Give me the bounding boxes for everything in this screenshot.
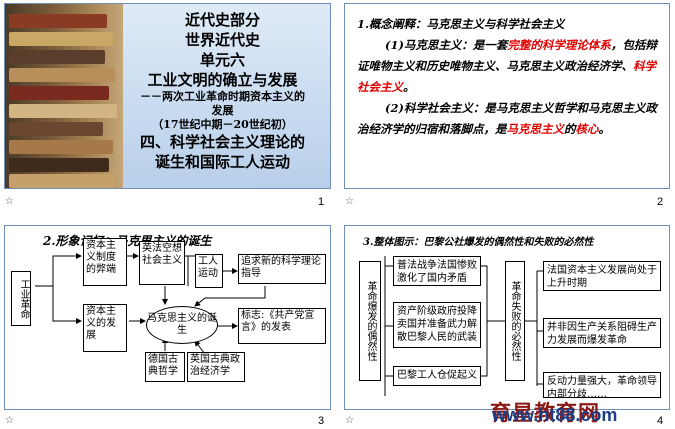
subtitle-line: （17世纪中期－20世纪初） (152, 118, 293, 131)
cause-box-2: 资产阶级政府投降卖国并准备武力解散巴黎人民的武装 (393, 302, 481, 348)
paragraph-scientific-socialism: (2)科学社会主义：是马克思主义哲学和马克思主义政治经济学的归宿和落脚点，是马克… (357, 98, 665, 140)
concept-heading: 1.概念阐释：马克思主义与科学社会主义 (357, 17, 565, 31)
slide-star-icon: ☆ (345, 196, 354, 207)
text-span: 的 (564, 122, 576, 136)
highlight-text: 马克思主义 (506, 122, 565, 136)
utopian-socialism-box: 英法空想社会主义 (139, 241, 185, 285)
highlight-text: 完整的科学理论体系 (507, 38, 611, 52)
capitalism-development-box: 资本主义的发展 (83, 304, 127, 352)
text-span: (2)科学社会主义：是马克思主义哲学和马克思主义政治经济学的归宿和落脚点，是 (357, 101, 657, 136)
manifesto-box: 标志:《共产党宣言》的发表 (238, 308, 326, 344)
slide-star-icon: ☆ (345, 415, 354, 426)
text-span: (1)马克思主义：是一套 (385, 38, 508, 52)
diagram-connectors (35, 253, 266, 355)
text-span: ，包括辩证唯物主义和历史唯物主义、马克思主义政治经济学、 (357, 38, 657, 73)
failure-box-2: 并非因生产关系阻碍生产力发展而爆发革命 (543, 318, 661, 348)
slide-1-title-block: 近代史部分 世界近代史 单元六 工业文明的确立与发展 －－两次工业革命时期资本主… (115, 10, 330, 172)
revolution-outbreak-label: 革命爆发的偶然性 (359, 261, 381, 381)
new-theory-box: 追求新的科学理论指导 (238, 254, 326, 284)
watermark-url: www.ht88.com (492, 405, 618, 425)
paragraph-marxism: (1)马克思主义：是一套完整的科学理论体系，包括辩证唯物主义和历史唯物主义、马克… (357, 35, 665, 98)
slide-1[interactable]: 近代史部分 世界近代史 单元六 工业文明的确立与发展 －－两次工业革命时期资本主… (4, 3, 331, 189)
slide-star-icon: ☆ (5, 196, 14, 207)
books-image (5, 4, 123, 188)
title-line: 近代史部分 (184, 11, 260, 29)
title-line: 工业文明的确立与发展 (147, 71, 298, 89)
slide-3[interactable]: 2.形象记忆：马克思主义的诞生 工业革命 资本主义制度的弊端 资本主义的发展 英… (4, 225, 331, 410)
slide-2[interactable]: 1.概念阐释：马克思主义与科学社会主义 (1)马克思主义：是一套完整的科学理论体… (344, 3, 670, 189)
slide-4[interactable]: 3.整体图示：巴黎公社爆发的偶然性和失败的必然性 革命爆发的偶然性 普法战争法国… (344, 225, 670, 410)
slide-2-body: 1.概念阐释：马克思主义与科学社会主义 (1)马克思主义：是一套完整的科学理论体… (357, 14, 665, 140)
highlight-text: 科学社会主义 (357, 59, 656, 94)
revolution-failure-label: 革命失败的必然性 (505, 261, 525, 381)
cause-box-3: 巴黎工人仓促起义 (393, 366, 481, 386)
capitalism-drawbacks-box: 资本主义制度的弊端 (83, 238, 127, 286)
slide-number: 1 (318, 196, 325, 208)
slide-number: 3 (318, 415, 325, 427)
text-span: 。 (403, 80, 415, 94)
workers-movement-box: 工人运动 (195, 254, 223, 288)
industrial-revolution-box: 工业革命 (11, 271, 31, 326)
english-economics-box: 英国古典政治经济学 (187, 352, 245, 382)
title-line: 单元六 (199, 51, 245, 69)
marxism-birth-ellipse: 马克思主义的诞生 (146, 306, 218, 344)
cause-box-1: 普法战争法国惨败激化了国内矛盾 (393, 256, 481, 286)
failure-box-1: 法国资本主义发展尚处于上升时期 (543, 261, 661, 291)
slide-4-title: 3.整体图示：巴黎公社爆发的偶然性和失败的必然性 (363, 237, 594, 248)
title-line: 诞生和国际工人运动 (154, 153, 290, 171)
slide-star-icon: ☆ (5, 415, 14, 426)
title-line: 四、科学社会主义理论的 (139, 133, 305, 151)
german-philosophy-box: 德国古典哲学 (145, 352, 185, 382)
watermark-text: 育星教育网 (490, 401, 600, 425)
title-line: 世界近代史 (184, 31, 260, 49)
highlight-text: 核心 (575, 122, 599, 136)
text-span: 。 (598, 122, 611, 136)
subtitle-line: 发展 (211, 104, 234, 117)
slide-number: 2 (657, 196, 664, 208)
subtitle-line: －－两次工业革命时期资本主义的 (140, 90, 305, 103)
slide-number: 4 (657, 415, 664, 427)
diagram-connectors (384, 256, 543, 396)
failure-box-3: 反动力量强大，革命领导内部分歧…… (543, 372, 661, 400)
